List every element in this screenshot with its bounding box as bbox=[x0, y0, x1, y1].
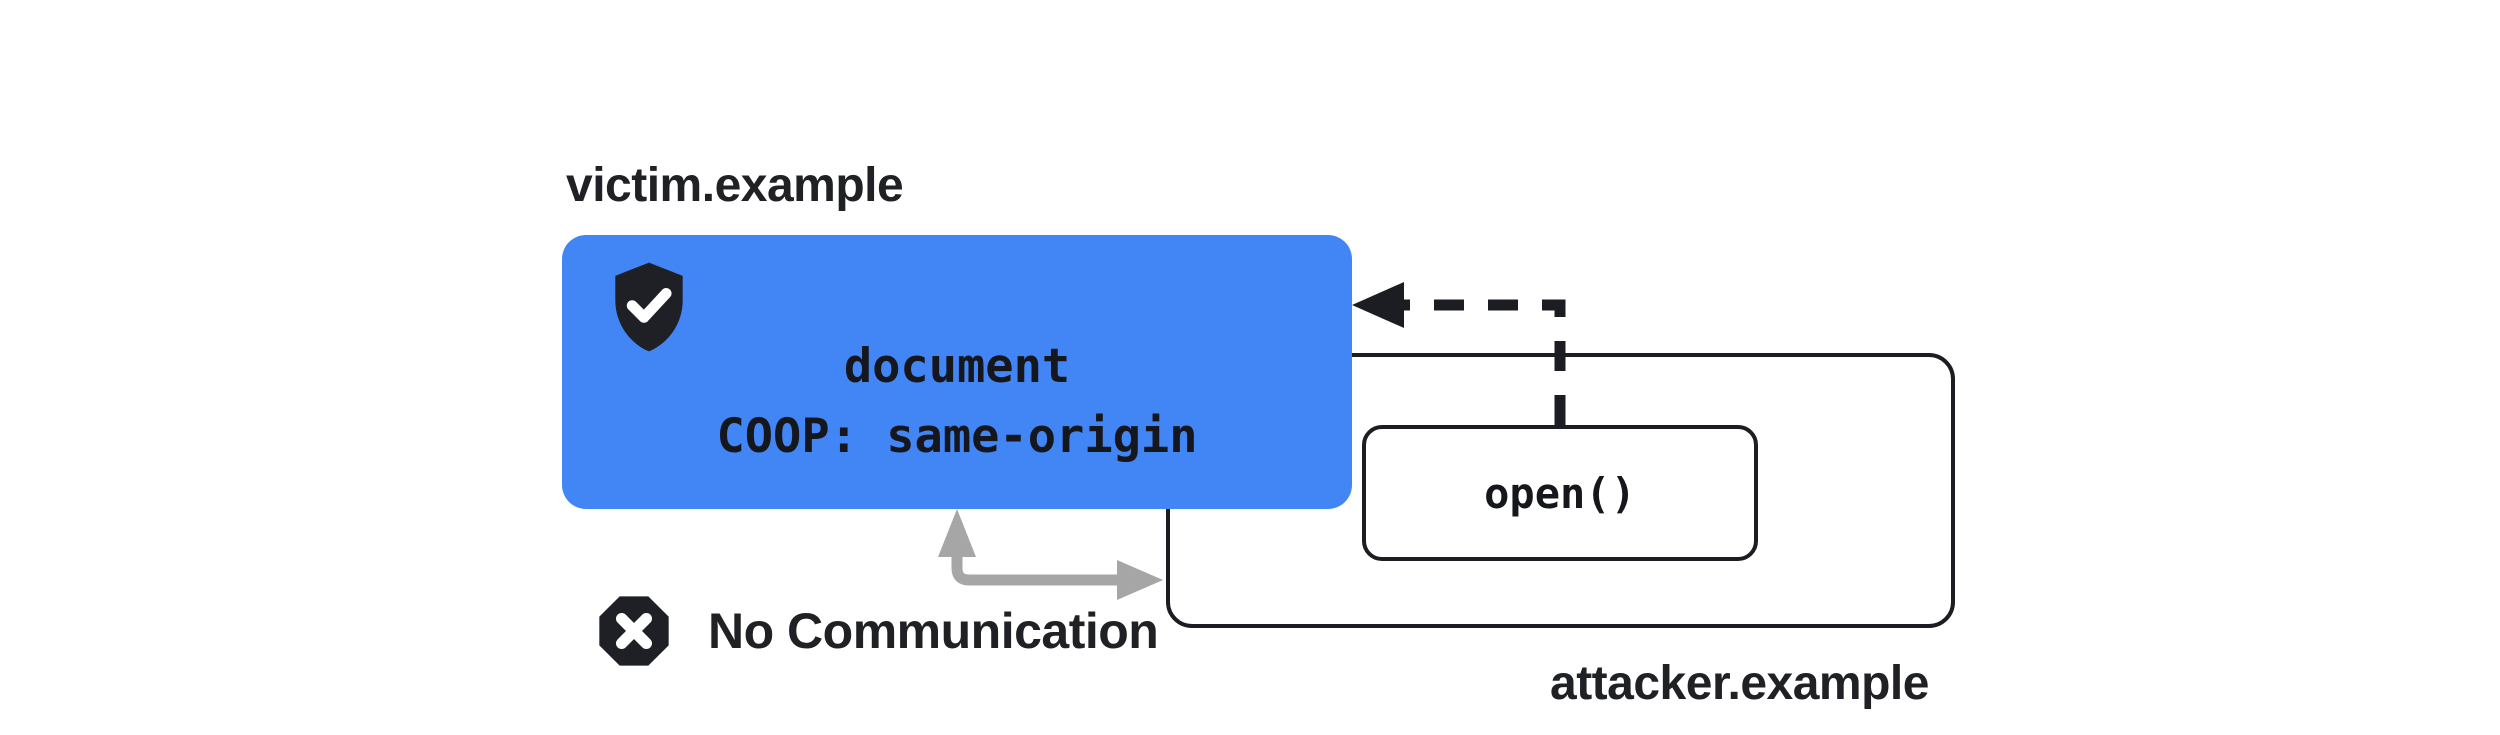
victim-document-line: document bbox=[843, 339, 1071, 394]
gray-elbow-double-arrow-icon bbox=[938, 509, 1163, 600]
no-communication-status: No Communication bbox=[594, 589, 1159, 673]
no-communication-label: No Communication bbox=[708, 603, 1159, 659]
victim-document-box: document COOP: same-origin bbox=[562, 235, 1352, 509]
victim-domain-label: victim.example bbox=[566, 159, 904, 212]
victim-coop-header-line: COOP: same-origin bbox=[716, 409, 1198, 464]
open-call-label: open() bbox=[1484, 468, 1636, 518]
attacker-domain-label: attacker.example bbox=[1550, 657, 1929, 710]
victim-document-code: document COOP: same-origin bbox=[562, 332, 1352, 472]
shield-check-icon bbox=[615, 262, 683, 352]
open-call-box: open() bbox=[1362, 425, 1758, 561]
octagon-x-icon bbox=[599, 596, 669, 666]
